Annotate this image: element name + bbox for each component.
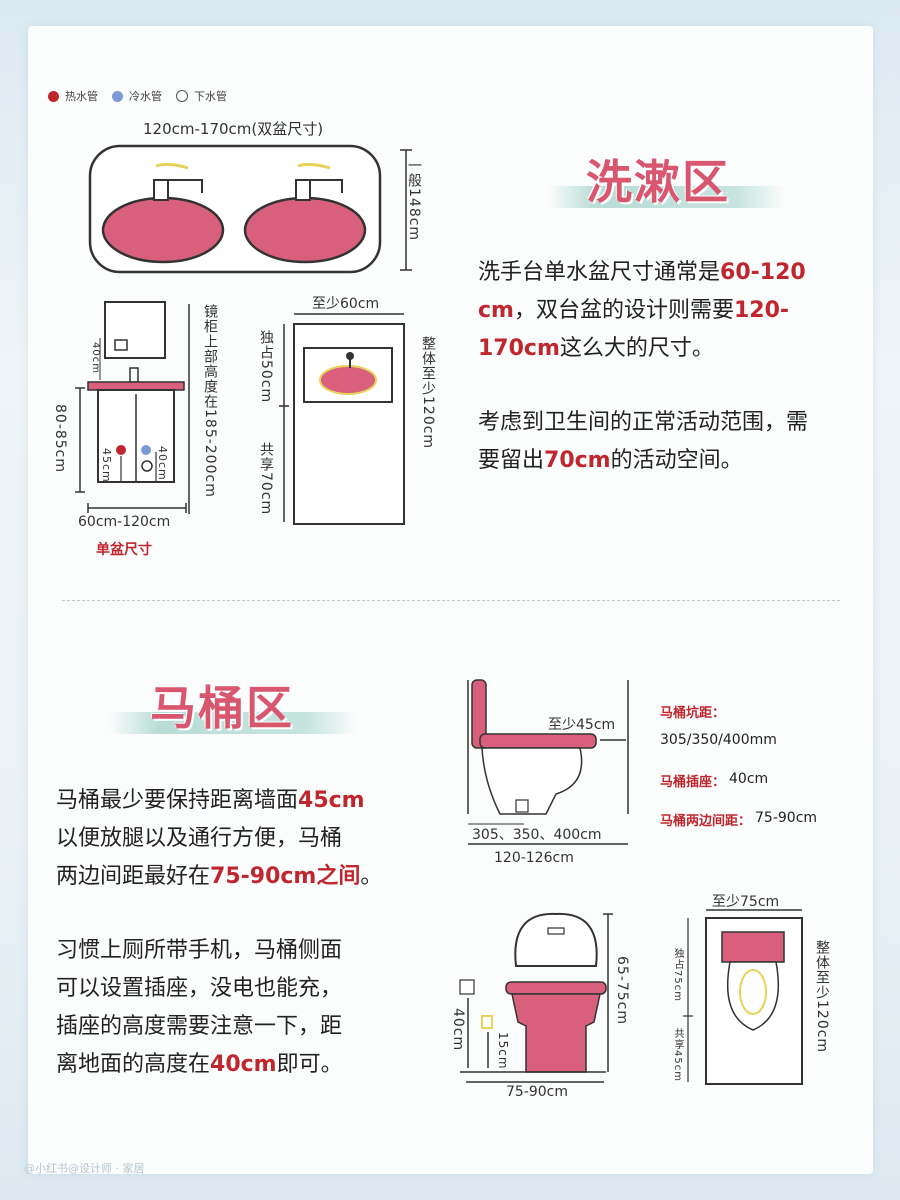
cold-pipe-label: 冷水管: [129, 90, 162, 103]
basin-left: [101, 196, 225, 264]
wash-plan-min-width-label: 至少60cm: [312, 296, 380, 312]
toilet-heading: 马桶区: [150, 681, 294, 735]
wash-p2-text-3: 的活动空间。: [610, 448, 743, 473]
wash-p1-highlight-3: 120-: [733, 298, 790, 323]
cold-pipe-dot: [112, 90, 123, 102]
spec-pit-value: 305/350/400mm: [660, 732, 777, 748]
spec-socket-value: 40cm: [729, 771, 769, 787]
toilet-side-view: [467, 679, 629, 845]
socket-icon: [459, 979, 475, 995]
toilet-seat-front: [505, 981, 607, 995]
wash-p1-highlight-4: 170cm: [478, 336, 560, 361]
toilet-p2-line-4: 离地面的高度在: [56, 1052, 211, 1077]
mirror-cabinet: [104, 301, 166, 359]
faucet-right-icon: [295, 162, 343, 201]
toilet-p1-text-1: 马桶最少要保持距离墙面: [56, 788, 299, 813]
seat-side: [479, 733, 597, 749]
wash-plan-shared-label: 共享70cm: [258, 442, 274, 516]
wash-p1-highlight-2: cm: [478, 298, 514, 323]
double-basin-width-label: 120cm-170cm(双盆尺寸): [143, 120, 324, 138]
section-divider: [62, 600, 840, 601]
toilet-plan-solo-label: 独占75cm: [672, 948, 683, 1002]
drain-pipe-label: 下水管: [194, 90, 227, 103]
toilet-front-height-label: 65-75cm: [614, 956, 630, 1026]
cold-pipe-icon: [141, 445, 151, 455]
single-basin-diagram: [75, 301, 187, 513]
drain-pipe-icon: [141, 460, 153, 472]
toilet-side-pit-label: 305、350、400cm: [472, 827, 602, 843]
countertop: [87, 381, 185, 391]
hot-pipe-dot: [48, 90, 59, 102]
single-basin-counter-height-label: 80-85cm: [52, 404, 68, 474]
wash-p1-text-3: 这么大的尺寸。: [559, 336, 714, 361]
double-basin-diagram: [88, 144, 412, 274]
toilet-p2-highlight-1: 40cm: [210, 1052, 277, 1077]
drain-pipe-dot: [176, 90, 188, 102]
toilet-p1-text-4: 。: [360, 864, 383, 889]
wash-p1-highlight-1: 60-120: [720, 260, 806, 285]
wash-plan-basin: [319, 365, 377, 395]
single-basin-drain-height-label: 40cm: [156, 446, 169, 481]
wash-p1-text-1: 洗手台单水盆尺寸通常是: [478, 260, 721, 285]
faucet-left-icon: [153, 162, 203, 201]
toilet-heading-ribbon: [110, 712, 356, 734]
spec-spacing-title: 马桶两边间距：: [660, 814, 752, 829]
toilet-paragraph-1: 马桶最少要保持距离墙面45cm 以便放腿以及通行方便，马桶 两边间距最好在75-…: [56, 782, 436, 896]
toilet-front-small-height-label: 15cm: [496, 1032, 510, 1070]
toilet-p2-line-5: 即可。: [276, 1052, 343, 1077]
toilet-p1-highlight-1: 45cm: [298, 788, 365, 813]
toilet-p1-text-3: 两边间距最好在: [56, 864, 211, 889]
toilet-plan-shared-label: 共享45cm: [672, 1028, 683, 1082]
single-basin-mirror-height-label: 镜柜上部高度在185-200cm: [202, 304, 218, 498]
spec-socket-row: 马桶插座： 40cm: [660, 771, 768, 790]
mirror-height-arrow: [188, 304, 190, 514]
single-basin-pipe-height-label: 45cm: [100, 448, 113, 483]
wash-p2-highlight-1: 70cm: [544, 448, 611, 473]
hot-pipe-label: 热水管: [65, 90, 98, 103]
toilet-plan-total-label: 整体至少120cm: [814, 940, 830, 1054]
watermark: @小红书@设计师 · 家居: [24, 1162, 145, 1175]
toilet-tank-front: [514, 912, 598, 967]
toilet-p2-line-3: 插座的高度需要注意一下，距: [56, 1014, 343, 1039]
toilet-p2-line-1: 习惯上厕所带手机，马桶侧面: [56, 938, 343, 963]
wash-paragraph-1: 洗手台单水盆尺寸通常是60-120 cm，双台盆的设计则需要120- 170cm…: [478, 254, 858, 368]
wash-p1-text-2: ，双台盆的设计则需要: [513, 298, 734, 323]
single-basin-gap-label: 40cm: [90, 342, 101, 374]
toilet-side-width-label: 120-126cm: [494, 850, 574, 866]
toilet-paragraph-2: 习惯上厕所带手机，马桶侧面 可以设置插座，没电也能充， 插座的高度需要注意一下，…: [56, 932, 436, 1084]
hot-pipe-icon: [116, 445, 126, 455]
toilet-p1-text-2: 以便放腿以及通行方便，马桶: [56, 826, 343, 851]
toilet-front-view: [459, 912, 613, 1083]
toilet-front-width-label: 75-90cm: [506, 1084, 569, 1100]
toilet-front-socket-height-label: 40cm: [450, 1008, 466, 1052]
single-basin-width-label: 60cm-120cm: [78, 514, 171, 530]
wash-plan-total-label: 整体至少120cm: [420, 336, 436, 450]
toilet-p2-line-2: 可以设置插座，没电也能充，: [56, 976, 343, 1001]
wash-heading: 洗漱区: [586, 155, 730, 209]
toilet-bowl-front: [511, 993, 601, 1073]
spec-spacing-value: 75-90cm: [755, 810, 818, 826]
toilet-plan-min-width-label: 至少75cm: [712, 894, 780, 910]
toilet-p1-highlight-2: 75-90cm之间: [210, 864, 361, 889]
spec-socket-title: 马桶插座：: [660, 775, 726, 790]
spec-pit-title: 马桶坑距：: [660, 706, 726, 721]
toilet-plan-view: [683, 909, 803, 1085]
wash-plan-solo-label: 独占50cm: [258, 330, 274, 404]
wash-heading-ribbon: [548, 186, 784, 208]
wash-p2-text-2: 要留出: [478, 448, 545, 473]
toilet-plan-tank: [721, 931, 785, 963]
tank-side: [471, 679, 487, 749]
pipe-legend: 热水管 冷水管 下水管: [48, 88, 227, 104]
basin-right: [243, 196, 367, 264]
wash-p2-text-1: 考虑到卫生间的正常活动范围，需: [478, 410, 809, 435]
spec-spacing-row: 马桶两边间距： 75-90cm: [660, 810, 817, 829]
double-basin-height-label: 一般148cm: [406, 158, 422, 242]
wash-plan-diagram: [279, 313, 405, 525]
bowl-side: [481, 747, 583, 815]
wash-paragraph-2: 考虑到卫生间的正常活动范围，需 要留出70cm的活动空间。: [478, 404, 868, 480]
single-basin-caption: 单盆尺寸: [96, 542, 152, 558]
toilet-side-min-front-label: 至少45cm: [548, 717, 616, 733]
